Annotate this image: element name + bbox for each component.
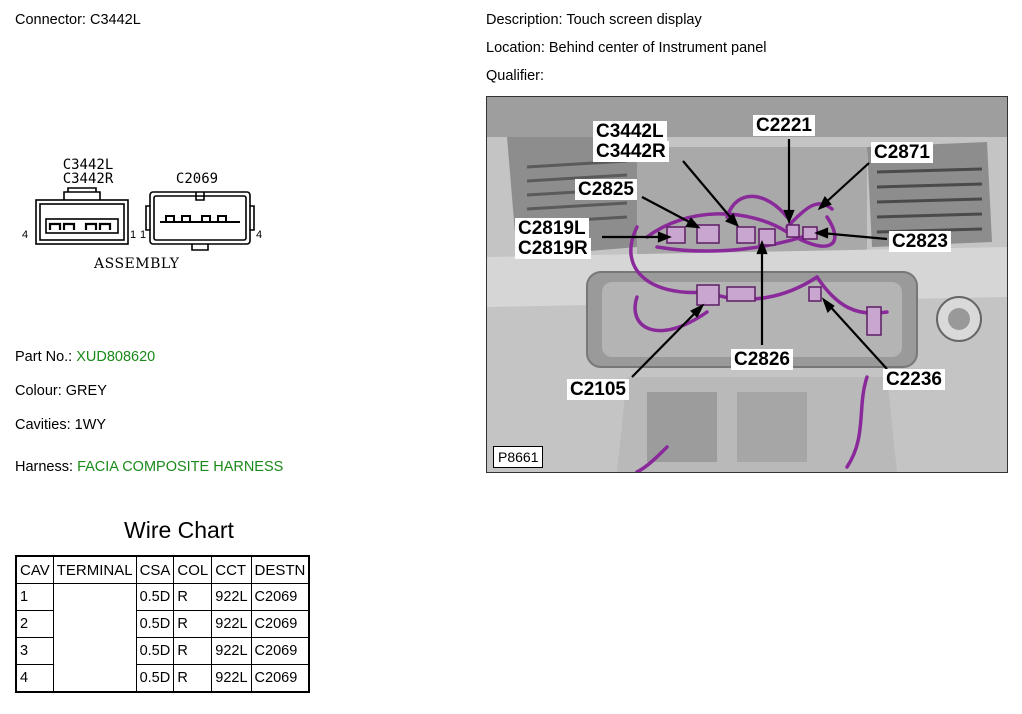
callout-c2236: C2236 [883,369,945,390]
header-csa: CSA [135,555,175,584]
cell-col: R [173,583,213,611]
cell-terminal [52,583,137,693]
connector-label: Connector: [15,12,86,28]
wire-chart-title: Wire Chart [124,517,234,543]
callout-c3442r: C3442R [593,141,669,162]
header-terminal: TERMINAL [52,555,137,584]
callout-c2105: C2105 [567,379,629,400]
cavities-value: 1WY [74,417,107,433]
cell-csa: 0.5D [135,583,175,611]
right-pin-end-number: 4 [256,229,262,241]
wire-chart-header-row: CAV TERMINAL CSA COL CCT DESTN [15,555,310,584]
callout-c2819l: C2819L [515,218,589,239]
assembly-label: ASSEMBLY [94,256,180,272]
description-value: Touch screen display [566,12,702,28]
cell-cct: 922L [211,664,252,693]
colour-label: Colour: [15,383,62,399]
header-cav: CAV [15,555,54,584]
callout-c3442l: C3442L [593,121,667,142]
cell-destn: C2069 [250,583,310,611]
table-row: 2 0.5D R 922L C2069 [15,610,310,638]
left-pin-end-number: 1 [130,229,136,241]
cell-col: R [173,637,213,665]
callout-c2221: C2221 [753,115,815,136]
callout-c2871: C2871 [871,142,933,163]
location-value: Behind center of Instrument panel [548,40,767,56]
wire-chart-table: CAV TERMINAL CSA COL CCT DESTN 1 0.5D R … [15,555,311,693]
right-connector-face [145,191,255,251]
connector-line: Connector: C3442L [15,12,141,28]
cell-cav: 1 [15,583,54,611]
table-row: 4 0.5D R 922L C2069 [15,664,310,693]
cell-col: R [173,610,213,638]
description-label: Description: [486,12,563,28]
cell-csa: 0.5D [135,637,175,665]
colour-value: GREY [65,383,107,399]
cell-destn: C2069 [250,637,310,665]
callout-c2826: C2826 [731,349,793,370]
part-number-line: Part No.: XUD808620 [15,349,155,365]
cell-col: R [173,664,213,693]
colour-line: Colour: GREY [15,383,107,399]
location-label: Location: [486,40,545,56]
cell-cct: 922L [211,637,252,665]
harness-label: Harness: [15,459,74,475]
header-cct: CCT [211,555,252,584]
left-connector-face [35,187,129,245]
cell-destn: C2069 [250,610,310,638]
right-connector-name: C2069 [175,171,219,187]
cell-cav: 4 [15,664,54,693]
cell-cav: 2 [15,610,54,638]
cavities-line: Cavities: 1WY [15,417,106,433]
table-row: 1 0.5D R 922L C2069 [15,583,310,693]
left-connector-name-1: C3442L [62,157,114,173]
qualifier-label: Qualifier: [486,68,545,84]
cell-csa: 0.5D [135,610,175,638]
header-destn: DESTN [250,555,310,584]
location-line: Location: Behind center of Instrument pa… [486,40,767,56]
photo-reference: P8661 [493,446,544,468]
part-number-label: Part No.: [15,349,73,365]
left-connector-name-2: C3442R [62,171,114,187]
left-pin-start-number: 4 [22,229,28,241]
left-connector-names: C3442L C3442R [50,158,126,186]
part-number-link[interactable]: XUD808620 [76,349,156,365]
harness-line: Harness: FACIA COMPOSITE HARNESS [15,459,283,475]
qualifier-line: Qualifier: [486,68,544,84]
cell-cct: 922L [211,583,252,611]
callout-c2823: C2823 [889,231,951,252]
table-row: 3 0.5D R 922L C2069 [15,637,310,665]
harness-link[interactable]: FACIA COMPOSITE HARNESS [77,459,284,475]
cell-cct: 922L [211,610,252,638]
cell-csa: 0.5D [135,664,175,693]
callout-c2825: C2825 [575,179,637,200]
right-pin-start-number: 1 [140,229,146,241]
cell-destn: C2069 [250,664,310,693]
header-col: COL [173,555,213,584]
location-photo: C3442L C3442R C2221 C2871 C2825 C2819L C… [486,96,1008,473]
connector-value: C3442L [89,12,141,28]
dashboard-illustration [487,97,1007,472]
cell-cav: 3 [15,637,54,665]
connector-face-diagram: 4 1 1 4 [22,187,262,251]
description-line: Description: Touch screen display [486,12,702,28]
cavities-label: Cavities: [15,417,71,433]
callout-c2819r: C2819R [515,238,591,259]
